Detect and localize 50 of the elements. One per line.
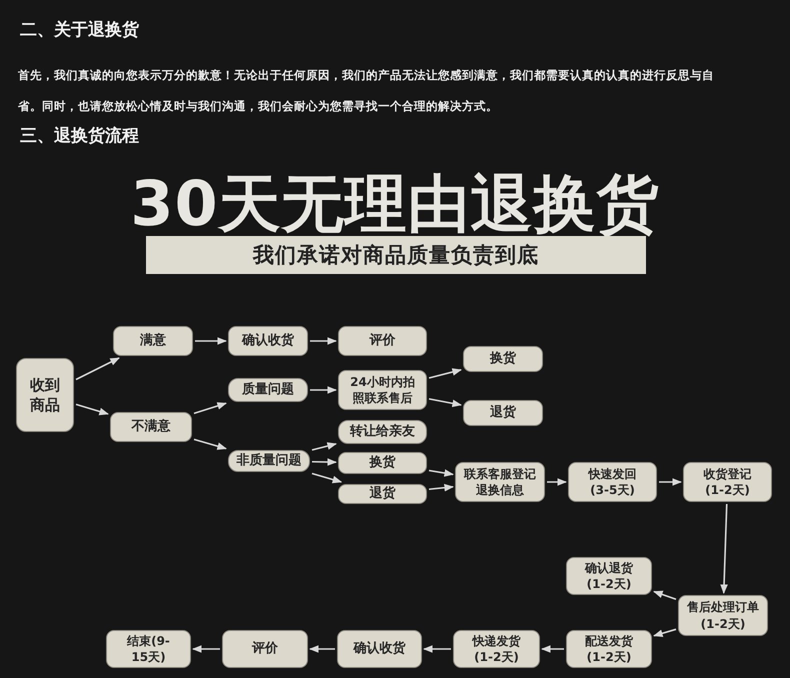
process-box: 换货 [338,452,427,474]
process-box: 退货 [338,484,427,504]
process-box: 退货 [463,400,543,426]
arrow [423,645,451,653]
process-box: 收到商品 [16,358,74,432]
arrow [312,472,342,484]
section-heading: 三、退换货流程 [20,125,139,147]
arrow [310,386,337,394]
process-box: 24小时内拍照联系售后 [338,370,427,410]
arrow [653,628,676,638]
process-box: 联系客服登记退换信息 [455,462,545,502]
process-box: 配送发货(1-2天) [566,630,652,668]
paragraph: 首先，我们真诚的向您表示万分的歉意！无论出于任何原因，我们的产品无法让您感到满意，我们都需要认真的认真的进行反思与自省。同时，也请您放松心情及时与我们沟通，我们会耐心为您需寻找一个合理的解决方式。 [18,67,715,115]
process-box: 质量问题 [228,378,308,402]
arrow [428,368,462,379]
arrow [312,458,337,466]
section-heading: 二、关于退换货 [20,19,139,41]
process-box: 快速发回(3-5天) [568,462,657,502]
arrow [310,337,337,345]
process-box: 售后处理订单(1-2天) [678,595,768,636]
arrow [547,478,567,486]
arrow [76,404,109,416]
subtitle-banner: 我们承诺对商品质量负责到底 [146,236,646,274]
arrow [541,645,564,653]
arrow [653,590,676,600]
process-box: 非质量问题 [228,450,310,472]
process-box: 结束(9-15天) [106,630,191,668]
process-box: 不满意 [110,412,192,442]
arrow [428,398,462,408]
process-box: 确认收货 [337,630,422,668]
process-box: 快递发货(1-2天) [453,630,540,668]
process-box: 收货登记(1-2天) [683,462,772,502]
arrow [194,438,227,450]
arrow [192,645,220,653]
arrow [428,484,454,492]
arrow [195,337,227,345]
arrow [659,478,682,486]
process-box: 评价 [222,630,308,668]
process-box: 确认退货(1-2天) [566,557,652,595]
arrow [194,402,227,414]
arrow [720,504,728,594]
arrow [76,357,120,380]
process-box: 换货 [463,346,543,372]
arrow [312,442,337,451]
process-box: 满意 [113,326,193,356]
process-box: 转让给亲友 [338,420,427,444]
arrow [309,645,335,653]
process-box: 评价 [338,326,427,356]
process-box: 确认收货 [228,326,308,356]
arrow [428,469,454,477]
